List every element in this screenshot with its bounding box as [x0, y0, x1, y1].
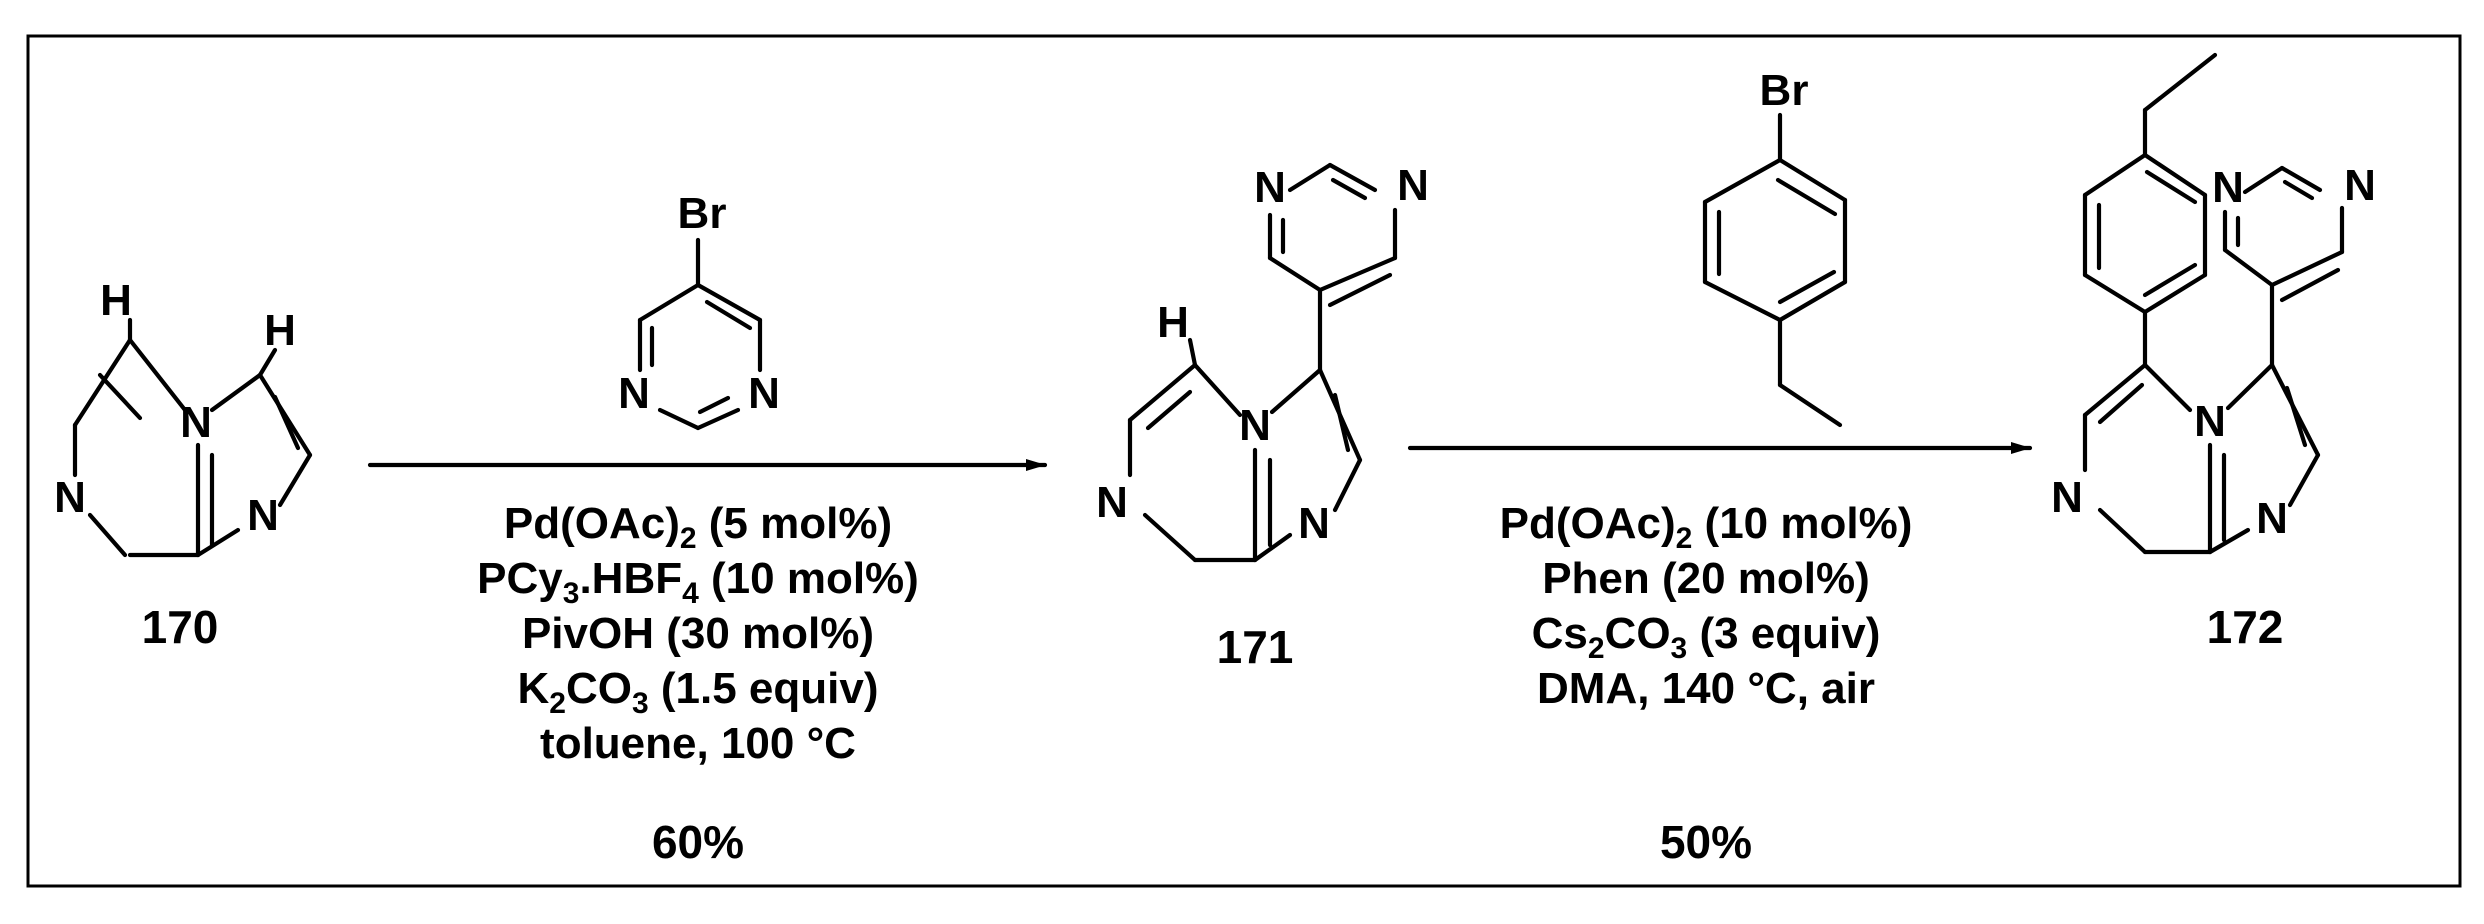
- n-atom-171-pyrimidine-a: N: [1254, 163, 1286, 212]
- condition-text: toluene, 100 °C: [540, 719, 856, 768]
- subscript: 4: [682, 577, 699, 610]
- step1-condition-line: toluene, 100 °C: [540, 719, 856, 768]
- condition-text: Phen (20 mol%): [1542, 554, 1870, 603]
- condition-text: (10 mol%): [1692, 499, 1912, 548]
- step2-condition-line: Cs2CO3 (3 equiv): [1532, 609, 1881, 665]
- subscript: 3: [563, 577, 580, 610]
- compound-170-bonds: [72, 317, 313, 558]
- condition-text: Pd(OAc): [1500, 499, 1676, 548]
- reagent-bromopyrimidine: Br N N: [618, 189, 780, 431]
- reagent-2-bromine: Br: [1760, 66, 1809, 115]
- step-2-yield: 50%: [1660, 816, 1752, 868]
- condition-text: DMA, 140 °C, air: [1537, 664, 1875, 713]
- h-atom-171: H: [1157, 298, 1189, 347]
- n-atom-170-imidazole: N: [247, 491, 279, 540]
- scheme-frame: [26, 34, 2462, 888]
- compound-171-bonds: [1127, 162, 1398, 563]
- n-atom-170-bridge: N: [180, 398, 212, 447]
- n-atom-170-pyrazine: N: [54, 473, 86, 522]
- step-1-conditions: Pd(OAc)2 (5 mol%)PCy3.HBF4 (10 mol%)PivO…: [477, 499, 919, 768]
- condition-text: CO: [1605, 609, 1671, 658]
- step2-condition-line: Phen (20 mol%): [1542, 554, 1870, 603]
- compound-171: H N N N N N 171: [1096, 161, 1429, 673]
- n-atom-172-pyrimidine-a: N: [2212, 163, 2244, 212]
- step1-condition-line: PivOH (30 mol%): [522, 609, 874, 658]
- step2-condition-line: DMA, 140 °C, air: [1537, 664, 1875, 713]
- n-atom-172-imidazole: N: [2256, 494, 2288, 543]
- subscript: 2: [1676, 522, 1693, 555]
- compound-172: N N N N N 172: [2051, 52, 2376, 653]
- compound-170: H H N N N 170: [54, 276, 313, 653]
- n-atom-reagent1-b: N: [748, 369, 780, 418]
- reagent-bromopyrimidine-bonds: [637, 237, 763, 431]
- step-2-conditions: Pd(OAc)2 (10 mol%)Phen (20 mol%)Cs2CO3 (…: [1500, 499, 1913, 713]
- n-atom-172-bridge: N: [2194, 397, 2226, 446]
- condition-text: .HBF: [579, 554, 682, 603]
- n-atom-172-pyrazine: N: [2051, 473, 2083, 522]
- compound-171-label: 171: [1217, 621, 1294, 673]
- step1-condition-line: Pd(OAc)2 (5 mol%): [504, 499, 892, 555]
- condition-text: CO: [566, 664, 632, 713]
- condition-text: Pd(OAc): [504, 499, 680, 548]
- step2-condition-line: Pd(OAc)2 (10 mol%): [1500, 499, 1913, 555]
- step1-condition-line: PCy3.HBF4 (10 mol%): [477, 554, 919, 610]
- condition-text: PCy: [477, 554, 563, 603]
- compound-172-label: 172: [2207, 601, 2284, 653]
- compound-170-label: 170: [142, 601, 219, 653]
- condition-text: (1.5 equiv): [649, 664, 879, 713]
- n-atom-171-pyrazine: N: [1096, 478, 1128, 527]
- condition-text: (10 mol%): [699, 554, 919, 603]
- h-atom-170-a: H: [100, 276, 132, 325]
- subscript: 3: [632, 687, 649, 720]
- step1-condition-line: K2CO3 (1.5 equiv): [518, 664, 879, 720]
- condition-text: Cs: [1532, 609, 1588, 658]
- n-atom-171-imidazole: N: [1298, 499, 1330, 548]
- condition-text: PivOH (30 mol%): [522, 609, 874, 658]
- subscript: 3: [1671, 632, 1688, 665]
- n-atom-reagent1-a: N: [618, 369, 650, 418]
- condition-text: K: [518, 664, 550, 713]
- n-atom-171-pyrimidine-b: N: [1397, 161, 1429, 210]
- condition-text: (5 mol%): [697, 499, 893, 548]
- compound-172-bonds: [2082, 52, 2345, 555]
- n-atom-172-pyrimidine-b: N: [2344, 161, 2376, 210]
- condition-text: (3 equiv): [1687, 609, 1880, 658]
- h-atom-170-b: H: [264, 306, 296, 355]
- subscript: 2: [549, 687, 566, 720]
- step-1-yield: 60%: [652, 816, 744, 868]
- reagent-bromoethylbenzene: Br: [1702, 66, 1848, 428]
- subscript: 2: [1588, 632, 1605, 665]
- subscript: 2: [680, 522, 697, 555]
- reagent-1-bromine: Br: [678, 189, 727, 238]
- n-atom-171-bridge: N: [1239, 401, 1271, 450]
- reagent-bromoethylbenzene-bonds: [1702, 112, 1848, 428]
